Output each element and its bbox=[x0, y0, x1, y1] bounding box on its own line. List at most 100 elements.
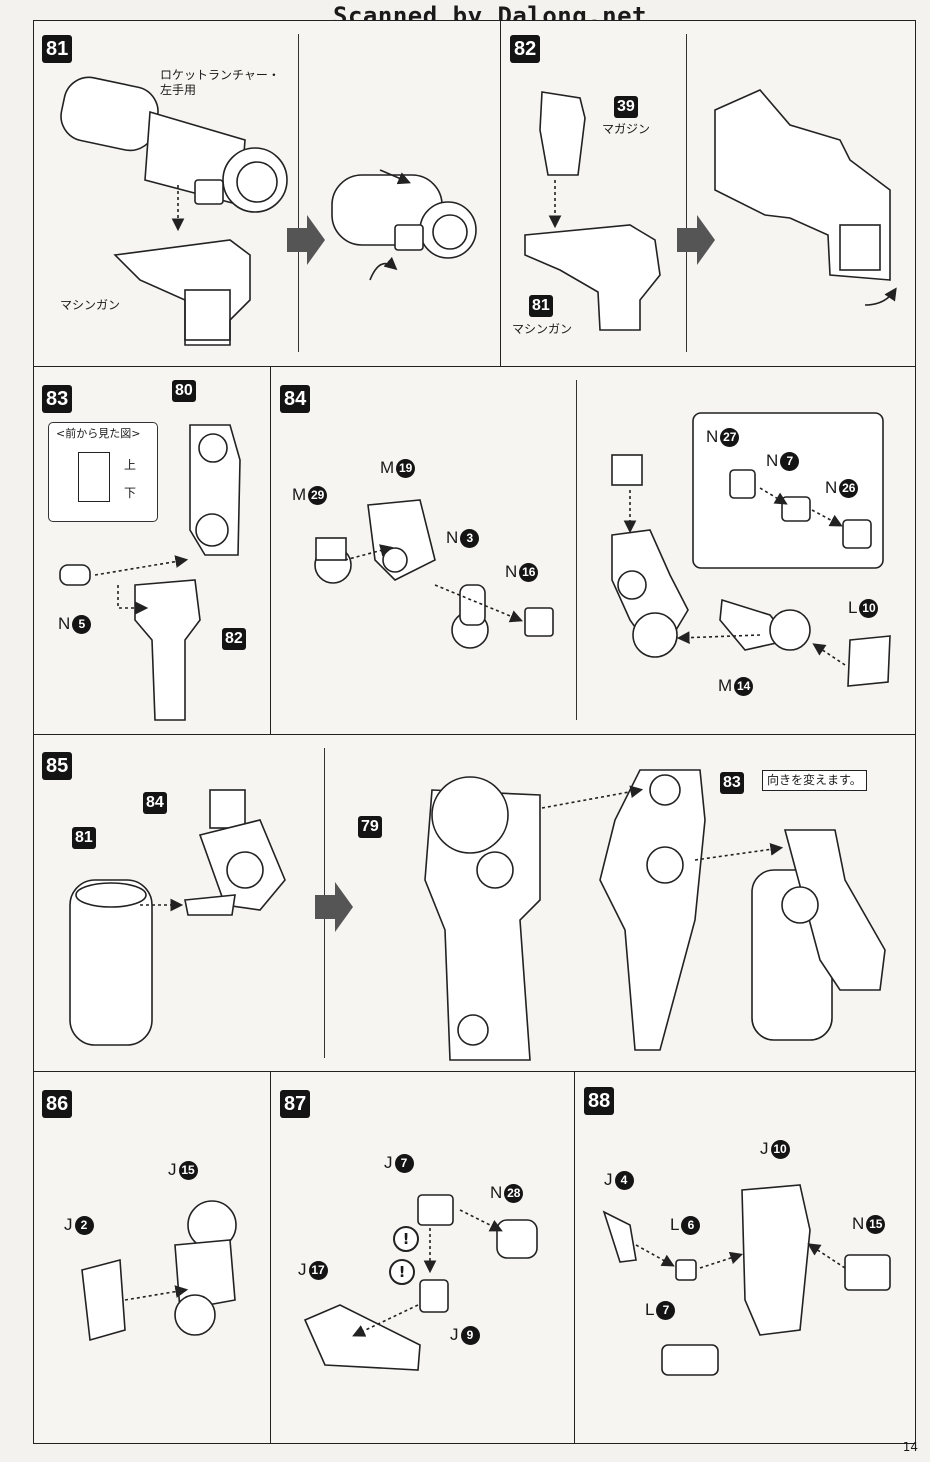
part-circle-number: 4 bbox=[614, 1170, 634, 1190]
part-number: 83 bbox=[720, 772, 744, 794]
front-view-label: <前から見た図> bbox=[56, 427, 141, 440]
part-n27-illustration bbox=[729, 469, 756, 499]
runner-letter: M bbox=[380, 458, 395, 477]
machine-gun-illustration bbox=[113, 239, 251, 346]
part-n16-illustration bbox=[524, 607, 554, 637]
step-number: 87 bbox=[280, 1090, 311, 1118]
part-label-machine-gun: マシンガン bbox=[512, 322, 573, 336]
part-n26-illustration bbox=[842, 519, 872, 549]
joint-part-84-illustration bbox=[184, 789, 286, 916]
divider bbox=[576, 380, 578, 720]
step-number: 84 bbox=[280, 385, 311, 413]
part-circle-number: 16 bbox=[519, 562, 539, 582]
part-circle-number: 3 bbox=[460, 528, 480, 548]
part-circle-number: 7 bbox=[656, 1300, 676, 1320]
step-number: 85 bbox=[42, 752, 73, 780]
part-number: 82 bbox=[222, 628, 246, 650]
front-view-shape bbox=[78, 452, 110, 502]
runner-letter: M bbox=[292, 485, 307, 504]
runner-letter: N bbox=[505, 562, 518, 581]
step-number: 83 bbox=[42, 385, 73, 413]
part-m14-illustration bbox=[719, 598, 811, 651]
part-circle-number: 2 bbox=[74, 1215, 94, 1235]
part-l7-illustration bbox=[661, 1344, 719, 1376]
runner-letter: J bbox=[298, 1260, 307, 1279]
part-l6-illustration bbox=[675, 1259, 697, 1281]
divider bbox=[686, 34, 688, 352]
runner-letter: J bbox=[384, 1153, 393, 1172]
part-circle-number: 26 bbox=[839, 478, 859, 498]
part-n28-illustration bbox=[496, 1219, 538, 1259]
runner-letter: J bbox=[168, 1160, 177, 1179]
part-label-machine-gun: マシンガン bbox=[60, 298, 121, 312]
part-j2-illustration bbox=[81, 1258, 126, 1342]
part-circle-number: 29 bbox=[308, 485, 328, 505]
part-circle-number: 10 bbox=[859, 598, 879, 618]
runner-letter: N bbox=[825, 478, 838, 497]
leg-part-79-illustration bbox=[424, 776, 541, 1061]
part-number: 81 bbox=[529, 295, 553, 317]
part-n7-illustration bbox=[781, 496, 811, 522]
part-number: 80 bbox=[172, 380, 196, 402]
part-label-launcher: ロケットランチャー・左手用 bbox=[160, 68, 280, 97]
leg-joint-illustration bbox=[611, 454, 689, 658]
runner-letter: J bbox=[64, 1215, 73, 1234]
part-n15-illustration bbox=[844, 1254, 891, 1291]
arm-part-82-illustration bbox=[134, 579, 201, 721]
note-change-orientation: 向きを変えます。 bbox=[762, 770, 867, 791]
part-circle-number: 6 bbox=[681, 1215, 701, 1235]
part-circle-number: 15 bbox=[866, 1214, 886, 1234]
part-circle-number: 17 bbox=[308, 1260, 328, 1280]
runner-letter: N bbox=[446, 528, 459, 547]
part-circle-number: 10 bbox=[770, 1139, 790, 1159]
part-l10-illustration bbox=[847, 635, 891, 687]
part-circle-number: 14 bbox=[734, 676, 754, 696]
magazine-illustration bbox=[539, 91, 586, 176]
caution-icon: ! bbox=[393, 1226, 419, 1252]
part-m29-illustration bbox=[314, 537, 352, 584]
part-m19-illustration bbox=[367, 499, 436, 581]
arm-part-80-illustration bbox=[189, 424, 241, 556]
label-down: 下 bbox=[124, 486, 137, 500]
part-j9-illustration bbox=[419, 1279, 449, 1313]
part-circle-number: 19 bbox=[396, 458, 416, 478]
machine-gun-82-illustration bbox=[524, 224, 661, 331]
part-n3-illustration bbox=[451, 584, 489, 649]
part-label-magazine: マガジン bbox=[602, 122, 651, 136]
part-circle-number: 15 bbox=[178, 1160, 198, 1180]
step-number: 86 bbox=[42, 1090, 73, 1118]
divider bbox=[298, 34, 300, 352]
part-circle-number: 28 bbox=[504, 1183, 524, 1203]
assembled-gun-illustration bbox=[714, 89, 891, 281]
part-circle-number: 7 bbox=[394, 1153, 414, 1173]
step-number: 82 bbox=[510, 35, 541, 63]
runner-letter: J bbox=[450, 1325, 459, 1344]
part-circle-number: 5 bbox=[72, 614, 92, 634]
part-circle-number: 7 bbox=[780, 451, 800, 471]
runner-letter: N bbox=[706, 427, 719, 446]
part-j4-illustration bbox=[602, 1210, 637, 1263]
step-number: 81 bbox=[42, 35, 73, 63]
rocket-launcher-rotated-illustration bbox=[331, 174, 477, 259]
runner-letter: M bbox=[718, 676, 733, 695]
launcher-part-81-illustration bbox=[69, 879, 153, 1046]
part-j17-illustration bbox=[303, 1304, 421, 1371]
runner-letter: N bbox=[490, 1183, 503, 1202]
runner-letter: J bbox=[604, 1170, 613, 1189]
